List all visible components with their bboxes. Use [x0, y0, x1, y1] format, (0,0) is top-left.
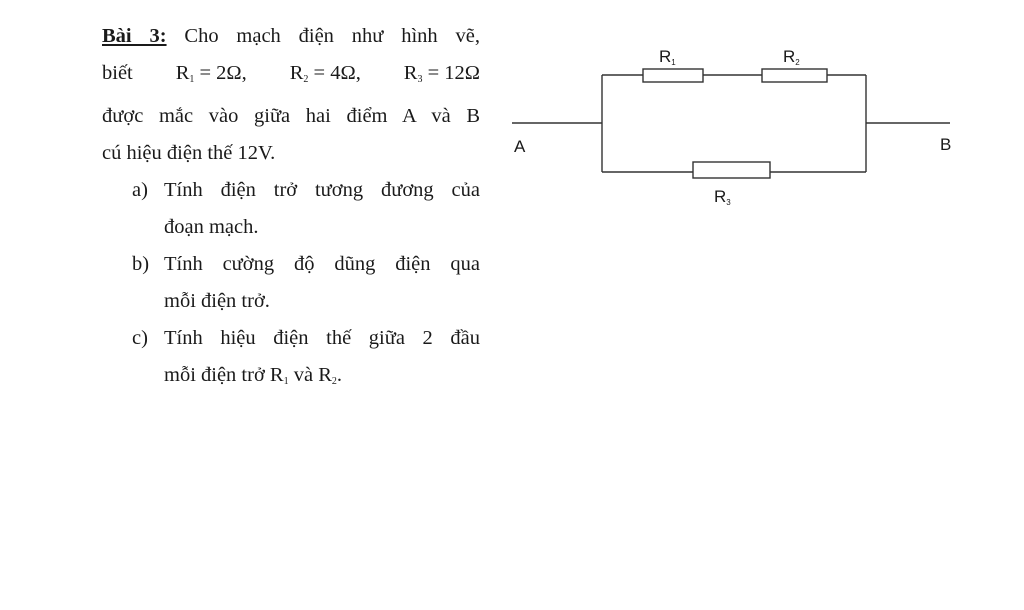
question-b-cont: mỗi điện trở.: [164, 290, 270, 312]
resistor-r3: [692, 161, 771, 179]
question-c-sub1: 1: [283, 376, 289, 387]
intro-line: Bài 3: Cho mạch điện như hình vẽ,: [102, 18, 480, 55]
question-c-cont: mỗi điện trở R1 và R2.: [102, 357, 480, 400]
connection-line: được mắc vào giữa hai điểm A và B: [102, 105, 480, 127]
question-c-mid: và R: [288, 364, 332, 386]
question-c-text: Tính hiệu điện thế giữa 2 đầu: [164, 327, 480, 349]
question-c-marker: c): [132, 327, 148, 349]
r1-label: R1: [659, 47, 676, 67]
resistor-r2: [761, 68, 828, 83]
question-a-cont: đoạn mạch.: [164, 216, 259, 238]
question-b: b) Tính cường độ dũng điện qua: [102, 246, 480, 283]
given-prefix: biết: [102, 62, 133, 84]
r3-given: R3 = 12Ω: [404, 55, 480, 98]
question-c-prefix: mỗi điện trở R: [164, 364, 284, 386]
point-a-label: A: [514, 137, 526, 156]
r1-given: R1 = 2Ω,: [176, 55, 247, 98]
point-b-label: B: [940, 135, 951, 154]
intro-text: Cho mạch điện như hình vẽ,: [184, 25, 480, 47]
circuit-wires: [512, 74, 950, 173]
question-c-suffix: .: [336, 364, 343, 386]
r3-symbol: R: [403, 62, 418, 84]
r2-given: R2 = 4Ω,: [290, 55, 361, 98]
r2-value: = 4Ω,: [313, 62, 361, 84]
question-c: c) Tính hiệu điện thế giữa 2 đầu: [102, 320, 480, 357]
question-b-marker: b): [132, 253, 150, 275]
circuit-diagram: R1 R2 R3 A B: [512, 47, 951, 207]
question-a-marker: a): [132, 179, 148, 201]
problem-title: Bài 3:: [102, 25, 167, 47]
voltage-line: cú hiệu điện thế 12V.: [102, 142, 276, 164]
given-line: biết R1 = 2Ω, R2 = 4Ω, R3 = 12Ω: [102, 55, 480, 98]
r2-label: R2: [783, 47, 800, 67]
question-b-text: Tính cường độ dũng điện qua: [164, 253, 480, 275]
r3-label: R3: [714, 187, 731, 207]
r1-value: = 2Ω,: [199, 62, 247, 84]
question-a-text: Tính điện trở tương đương của: [164, 179, 480, 201]
r2-subscript: 2: [303, 74, 309, 85]
problem-text: Bài 3: Cho mạch điện như hình vẽ, biết R…: [102, 18, 480, 400]
r3-subscript: 3: [417, 74, 423, 85]
question-a: a) Tính điện trở tương đương của: [102, 172, 480, 209]
resistor-r1: [642, 68, 704, 83]
r3-value: = 12Ω: [427, 62, 481, 84]
r2-symbol: R: [289, 62, 304, 84]
question-c-sub2: 2: [331, 376, 337, 387]
r1-subscript: 1: [189, 74, 195, 85]
r1-symbol: R: [175, 62, 190, 84]
